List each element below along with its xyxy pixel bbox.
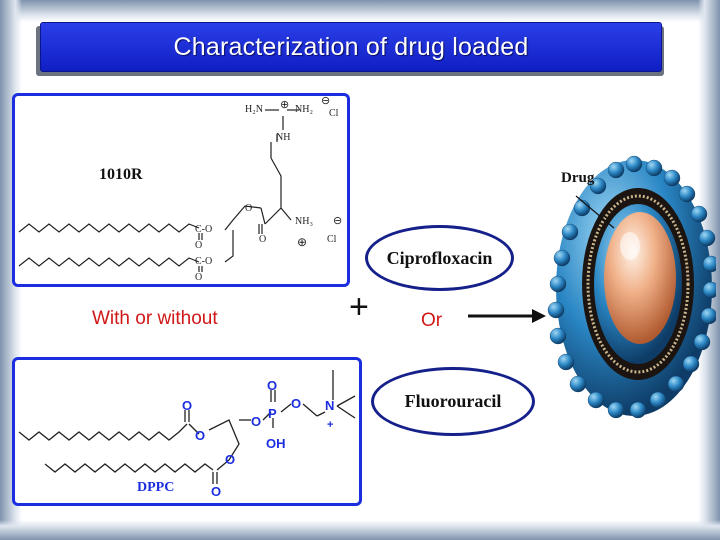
chem-minus-1: ⊖ <box>321 96 330 107</box>
chem-ester-o: O <box>245 203 252 214</box>
right-arrow-icon <box>468 309 546 323</box>
dppc-p: P <box>268 406 277 421</box>
drug-option-ciprofloxacin: Ciprofloxacin <box>365 225 514 291</box>
frame-top <box>0 0 720 22</box>
dppc-o-3: O <box>225 452 235 467</box>
structure-1010r-drawing: H₂N ⊕ NH₂ ⊖ Cl NH O NH₃ ⊖ Cl ⊕ O C-O O C… <box>18 96 342 283</box>
with-or-without-text: With or without <box>92 308 218 329</box>
dppc-o-6: O <box>267 378 277 393</box>
slide-title: Characterization of drug loaded <box>173 32 529 61</box>
chem-o-2: O <box>195 272 202 283</box>
plus-sign: + <box>349 288 369 326</box>
chem-plus-1: ⊕ <box>280 99 289 111</box>
dppc-plus: + <box>327 419 333 431</box>
drug-option-label: Ciprofloxacin <box>386 247 493 268</box>
chem-nh2: NH₂ <box>295 104 313 115</box>
dppc-o-7: O <box>291 396 301 411</box>
drug-label: Drug <box>561 170 595 186</box>
chem-minus-2: ⊖ <box>333 215 342 227</box>
title-banner: Characterization of drug loaded <box>40 22 662 72</box>
dppc-o-4: O <box>211 484 221 499</box>
chem-co-o-1: C-O <box>195 224 212 235</box>
dppc-o-2: O <box>195 428 205 443</box>
chem-cl-2: Cl <box>327 234 337 245</box>
chem-plus-2: ⊕ <box>297 235 307 249</box>
chem-cl-1: Cl <box>329 108 339 119</box>
chem-o-1: O <box>195 240 202 251</box>
dppc-chain-1 <box>18 423 188 441</box>
structure-1010r-box: 1010R H₂N ⊕ NH₂ ⊖ <box>12 93 350 287</box>
liposome-icon <box>547 155 716 419</box>
chem-carbonyl-o: O <box>259 234 266 245</box>
dppc-o-1: O <box>182 398 192 413</box>
alkyl-chain-2 <box>18 257 200 267</box>
or-label: Or <box>421 310 443 331</box>
alkyl-chain-1 <box>18 223 200 233</box>
dppc-o-5: O <box>251 414 261 429</box>
chem-nh: NH <box>276 132 290 143</box>
structure-dppc-drawing: O O O O O O P OH O N + <box>18 370 356 499</box>
drug-option-fluorouracil: Fluorouracil <box>371 367 535 436</box>
drug-option-label: Fluorouracil <box>404 391 502 411</box>
frame-bottom <box>0 520 720 540</box>
dppc-chain-2 <box>44 463 214 473</box>
chem-co-o-2: C-O <box>195 256 212 267</box>
structure-dppc-box: O O O O O O P OH O N + DPPC <box>12 357 362 506</box>
structure-dppc-label: DPPC <box>137 480 175 495</box>
chem-nh3: NH₃ <box>295 216 313 227</box>
dppc-n: N <box>325 398 334 413</box>
dppc-oh: OH <box>266 436 286 451</box>
structure-1010r-label: 1010R <box>99 166 143 183</box>
chem-h2n: H₂N <box>245 104 263 115</box>
